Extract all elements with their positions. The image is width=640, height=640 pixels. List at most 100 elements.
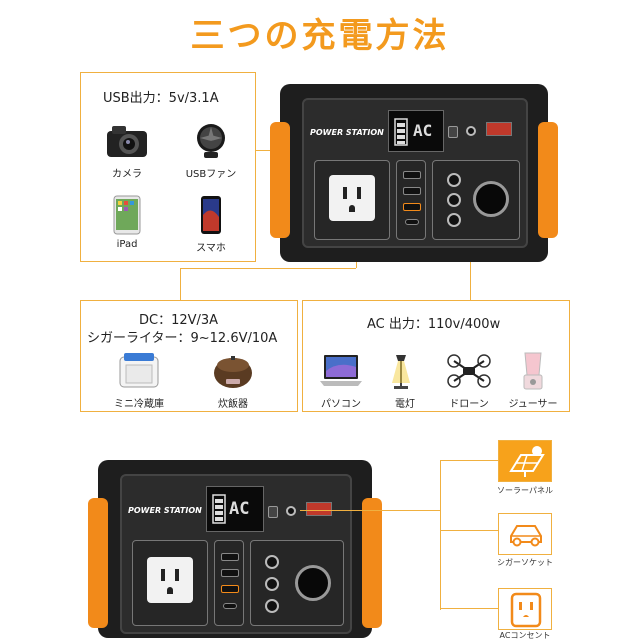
drone-icon	[446, 351, 492, 391]
usb-output-panel: USB出力：5v/3.1A カメラ USBファン	[80, 72, 256, 262]
power-button[interactable]	[268, 506, 278, 518]
lamp-icon	[382, 351, 428, 391]
power-button[interactable]	[448, 126, 458, 138]
device-caption: ジューサー	[508, 399, 558, 410]
usb-quick-charge-port	[221, 585, 239, 593]
lcd-display: AC	[206, 486, 264, 532]
mini-fridge-icon	[116, 351, 162, 391]
usb-port	[221, 553, 239, 561]
left-handle	[270, 122, 290, 238]
tablet-icon	[104, 195, 150, 235]
dc-input-port	[286, 506, 296, 516]
camera-icon	[104, 121, 150, 161]
connector-line	[180, 268, 356, 269]
device-caption: ミニ冷蔵庫	[114, 399, 164, 410]
device-usb-fan: USBファン	[171, 121, 251, 180]
device-rice-cooker: 炊飯器	[193, 351, 273, 410]
lcd-text: AC	[229, 499, 250, 519]
usb-section	[396, 160, 426, 240]
usb-port	[403, 187, 421, 195]
page-title: 三つの充電方法	[190, 16, 450, 56]
cigarette-lighter-port	[473, 181, 509, 217]
lcd-display: AC	[388, 110, 444, 152]
front-panel: POWER STATION AC	[302, 98, 528, 248]
wall-outlet-icon	[510, 592, 542, 628]
juicer-icon	[510, 351, 556, 391]
connector-line	[440, 460, 498, 461]
dc-output-port	[265, 577, 279, 591]
connector-line	[180, 268, 181, 300]
device-smartphone: スマホ	[171, 195, 251, 254]
dc-output-label: DC：12V/3A	[139, 313, 219, 328]
dc-output-port	[265, 555, 279, 569]
dc-section	[432, 160, 520, 240]
smartphone-icon	[188, 195, 234, 235]
device-caption: 炊飯器	[218, 399, 248, 410]
car-icon-box	[498, 513, 552, 555]
device-mini-fridge: ミニ冷蔵庫	[99, 351, 179, 410]
device-laptop: パソコン	[301, 351, 381, 410]
dc-output-port	[447, 213, 461, 227]
device-camera: カメラ	[87, 121, 167, 180]
dc-input-port	[466, 126, 476, 136]
lcd-text: AC	[413, 121, 433, 140]
device-drone: ドローン	[429, 351, 509, 410]
dc-section	[250, 540, 344, 626]
power-station-bottom: POWER STATION AC	[88, 460, 382, 638]
left-handle	[88, 498, 108, 628]
connector-line	[440, 530, 498, 531]
solar-panel-caption: ソーラーパネル	[497, 486, 553, 495]
ac-outlet	[147, 557, 193, 603]
cigarette-output-label: シガーライター：9~12.6V/10A	[87, 331, 278, 346]
rice-cooker-icon	[210, 351, 256, 391]
usb-c-port	[223, 603, 237, 609]
usb-port	[403, 171, 421, 179]
device-caption: USBファン	[185, 169, 237, 180]
front-panel: POWER STATION AC	[120, 474, 352, 634]
dc-output-port	[447, 173, 461, 187]
brand-logo: POWER STATION	[128, 506, 202, 515]
device-caption: 電灯	[395, 399, 415, 410]
right-handle	[538, 122, 558, 238]
power-station-top: POWER STATION AC	[270, 84, 558, 262]
dc-output-port	[447, 193, 461, 207]
device-caption: ドローン	[449, 399, 489, 410]
ac-outlet-caption: ACコンセント	[499, 631, 551, 640]
device-caption: カメラ	[112, 169, 142, 180]
connector-line	[440, 460, 441, 610]
device-juicer: ジューサー	[493, 351, 573, 410]
ac-outlet-section	[132, 540, 208, 626]
usb-port	[221, 569, 239, 577]
connector-line	[300, 510, 440, 511]
brand-logo: POWER STATION	[310, 128, 384, 137]
fan-icon	[188, 121, 234, 161]
battery-icon	[394, 118, 408, 146]
device-lamp: 電灯	[365, 351, 445, 410]
car-socket-caption: シガーソケット	[497, 558, 553, 567]
usb-section	[214, 540, 244, 626]
ac-outlet-section	[314, 160, 390, 240]
dc-output-port	[265, 599, 279, 613]
ac-output-panel: AC 出力：110v/400w パソコン 電灯	[302, 300, 570, 412]
connector-line	[470, 240, 471, 300]
usb-quick-charge-port	[403, 203, 421, 211]
anderson-port	[486, 122, 512, 136]
cigarette-lighter-port	[295, 565, 331, 601]
usb-output-label: USB出力：5v/3.1A	[103, 91, 219, 106]
anderson-port	[306, 502, 332, 516]
usb-c-port	[405, 219, 419, 225]
device-ipad: iPad	[87, 195, 167, 250]
wall-outlet-icon-box	[498, 588, 552, 630]
solar-panel-icon-box	[498, 440, 552, 482]
device-caption: スマホ	[196, 243, 226, 254]
laptop-icon	[318, 351, 364, 391]
device-caption: iPad	[116, 239, 138, 250]
right-handle	[362, 498, 382, 628]
ac-outlet	[329, 175, 375, 221]
solar-panel-icon	[509, 446, 545, 477]
car-icon	[510, 525, 542, 547]
battery-icon	[212, 494, 226, 524]
device-caption: パソコン	[321, 399, 361, 410]
connector-line	[440, 608, 498, 609]
dc-output-panel: DC：12V/3A シガーライター：9~12.6V/10A ミニ冷蔵庫 炊飯器	[80, 300, 298, 412]
